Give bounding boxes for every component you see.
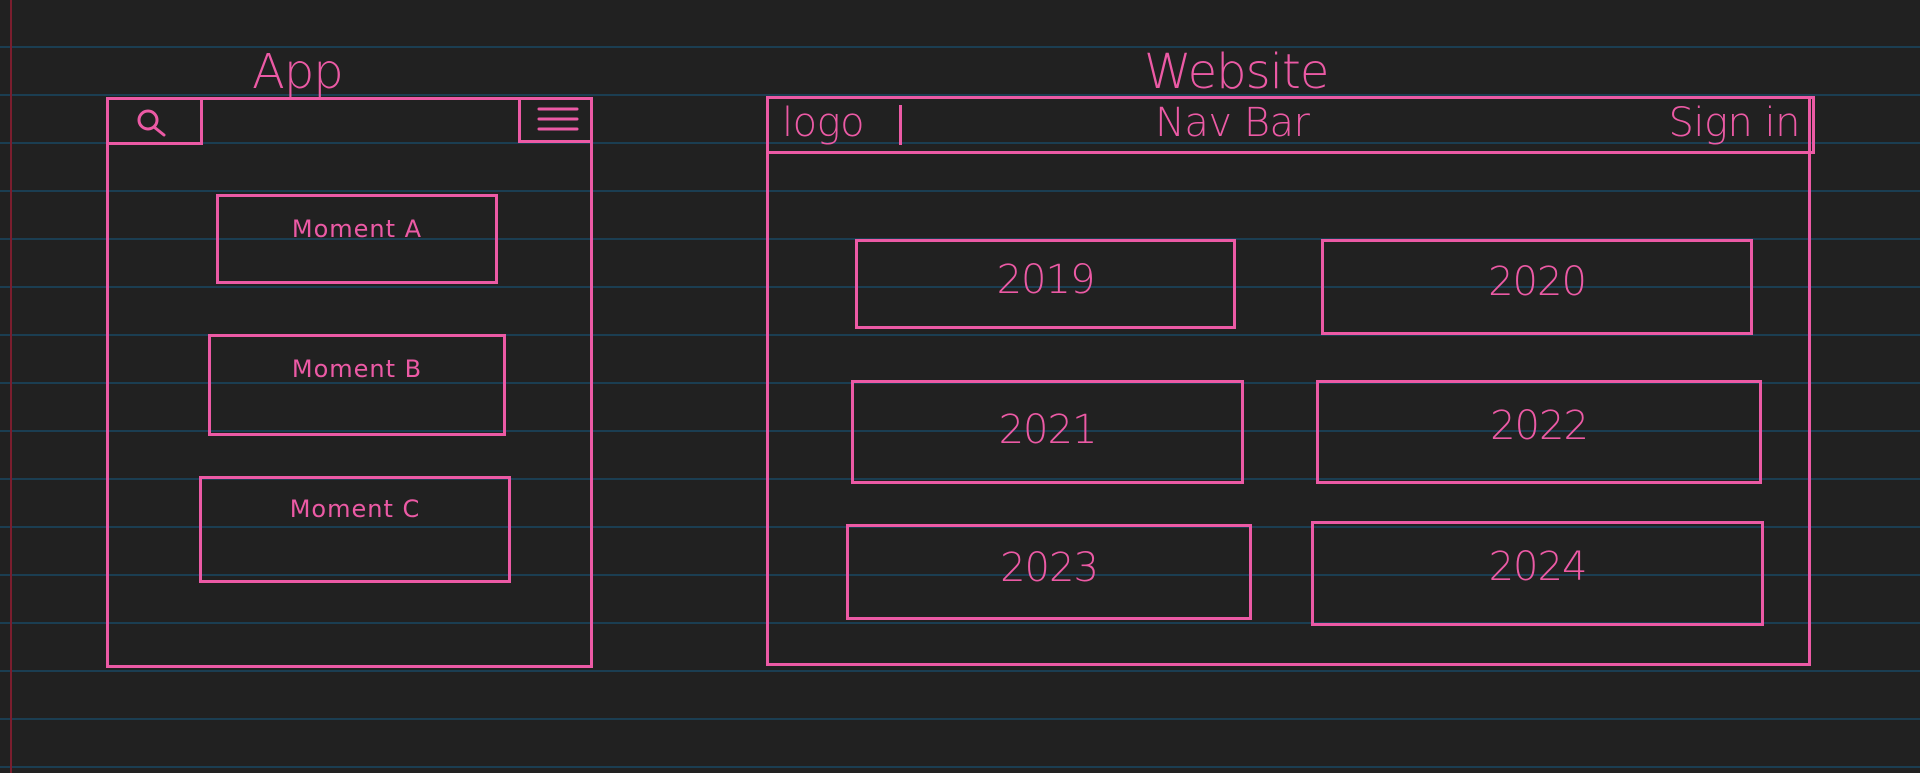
year-label: 2020 — [1488, 259, 1587, 305]
year-card-2024[interactable]: 2024 — [1311, 521, 1764, 626]
moment-label: Moment B — [291, 355, 423, 383]
logo[interactable]: logo — [782, 100, 865, 146]
year-card-2021[interactable]: 2021 — [851, 380, 1244, 484]
website-title: Website — [1144, 44, 1329, 100]
moment-label: Moment C — [289, 495, 421, 523]
nav-bar-label: Nav Bar — [1155, 100, 1310, 146]
year-label: 2022 — [1490, 403, 1589, 449]
moment-card-b[interactable]: Moment B — [208, 334, 506, 436]
year-card-2019[interactable]: 2019 — [855, 239, 1236, 329]
year-label: 2024 — [1488, 544, 1588, 590]
app-search-area[interactable] — [106, 97, 203, 145]
sign-in-link[interactable]: Sign in — [1668, 100, 1800, 146]
moment-card-c[interactable]: Moment C — [199, 476, 511, 583]
logo-divider — [899, 105, 902, 145]
search-icon — [137, 109, 166, 137]
hamburger-menu-icon — [537, 107, 579, 131]
margin-line — [10, 0, 12, 773]
app-title: App — [252, 44, 344, 100]
app-frame — [106, 97, 593, 668]
year-label: 2019 — [996, 257, 1096, 303]
year-label: 2021 — [998, 407, 1098, 453]
year-card-2023[interactable]: 2023 — [846, 524, 1252, 620]
year-label: 2023 — [1000, 545, 1099, 591]
year-card-2022[interactable]: 2022 — [1316, 380, 1762, 484]
nav-bar: logo Nav Bar Sign in — [766, 96, 1815, 154]
app-menu-area[interactable] — [518, 97, 593, 143]
moment-card-a[interactable]: Moment A — [216, 194, 498, 284]
year-card-2020[interactable]: 2020 — [1321, 239, 1753, 335]
moment-label: Moment A — [291, 215, 423, 243]
